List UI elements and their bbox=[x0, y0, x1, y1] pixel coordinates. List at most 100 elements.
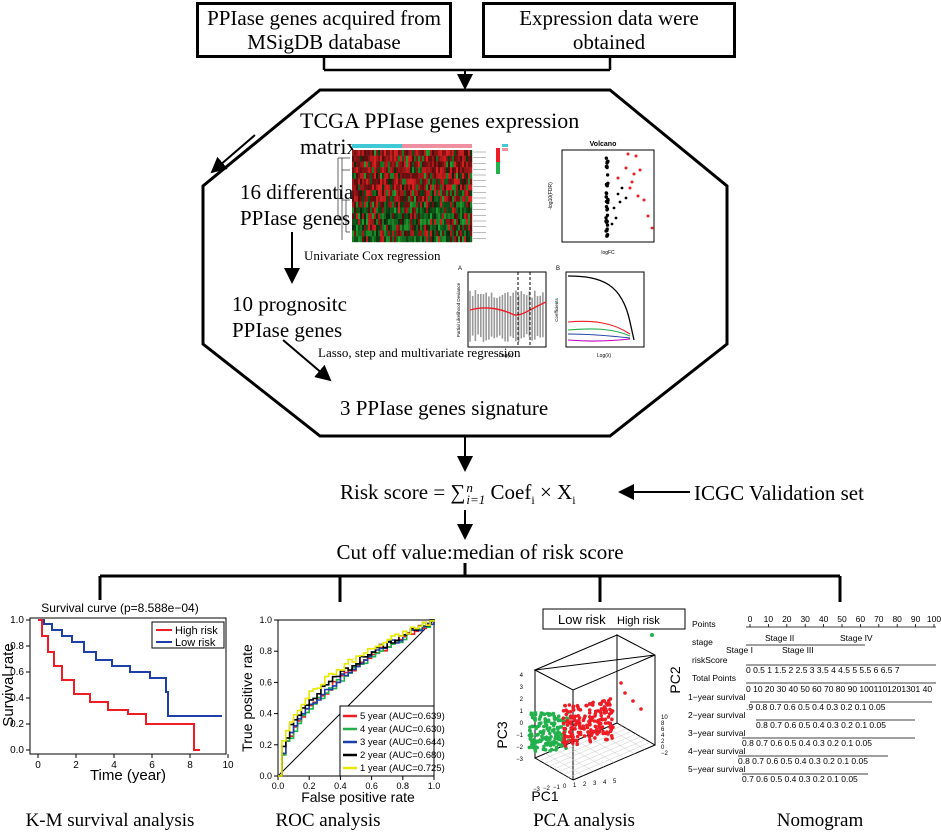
nomogram-row-label: 3−year survival bbox=[688, 728, 746, 738]
lasso-a-ylabel: Partial Likelihood Deviance bbox=[456, 282, 461, 337]
nomogram-points-tick: 10 bbox=[764, 614, 774, 624]
surv2-ticks: 0.8 0.7 0.6 0.5 0.4 0.3 0.2 0.1 0.05 bbox=[756, 720, 886, 730]
msigdb-line1: PPIase genes acquired from bbox=[207, 6, 441, 30]
lasso-a-xlabel: Log(λ) bbox=[499, 353, 514, 359]
km-caption: K-M survival analysis bbox=[25, 810, 195, 831]
pca-pc1-tick: 0 bbox=[563, 784, 567, 790]
roc-caption: ROC analysis bbox=[275, 810, 381, 831]
pca-pc2-tick: −2 bbox=[661, 751, 669, 757]
prog-genes-line1: 10 prognositc bbox=[232, 292, 347, 316]
nomogram-row-label: 1−year survival bbox=[688, 692, 746, 702]
km-xlabel: Time (year) bbox=[90, 767, 166, 784]
km-low-curve bbox=[38, 619, 222, 717]
km-xtick: 6 bbox=[149, 760, 155, 771]
prog-genes-line2: PPIase genes bbox=[232, 318, 343, 342]
heatmap-dendrogram bbox=[337, 157, 350, 240]
nomogram-row-label: riskScore bbox=[692, 655, 728, 665]
km-xtick: 4 bbox=[111, 760, 117, 771]
nomogram-row-label: 2−year survival bbox=[688, 710, 746, 720]
nomogram-points-tick: 50 bbox=[837, 614, 847, 624]
diff-genes-line1: 16 differential bbox=[240, 180, 360, 204]
risk-ticks: 0 0.5 1 1.5 2 2.5 3 3.5 4 4.5 5 5.5 6 6.… bbox=[746, 665, 900, 675]
total-ticks: 0 10 20 30 40 50 60 70 80 90 10011012013… bbox=[746, 684, 932, 694]
pca-pc2-tick: 10 bbox=[661, 715, 668, 721]
pca-pc1-tick: 1 bbox=[573, 783, 577, 789]
formula-x-sub: i bbox=[572, 493, 576, 508]
nomogram-row-label: Total Points bbox=[692, 673, 736, 683]
lasso-b-thumbnail: B Log(λ) Coefficients bbox=[554, 266, 645, 359]
km-ytick: 0.8 bbox=[10, 641, 24, 652]
formula-coef: Coef bbox=[485, 480, 532, 504]
km-high-curve bbox=[38, 619, 200, 751]
roc-legend-item: 4 year (AUC=0.630) bbox=[360, 724, 445, 735]
km-xtick: 10 bbox=[222, 760, 234, 771]
lasso-a-label: A bbox=[458, 266, 462, 272]
stage-i: Stage I bbox=[726, 645, 753, 655]
volcano-title: Volcano bbox=[590, 141, 617, 148]
formula-times: × X bbox=[534, 480, 573, 504]
volcano-ylabel: -log10(FDR) bbox=[548, 182, 554, 210]
roc-xtick: 0.0 bbox=[272, 781, 285, 791]
nomogram-points-tick: 30 bbox=[800, 614, 810, 624]
pca-pc3-tick: −1 bbox=[516, 733, 524, 739]
roc-xtick: 0.2 bbox=[303, 781, 316, 791]
nomogram-row-label: stage bbox=[692, 637, 713, 647]
nomogram-caption: Nomogram bbox=[776, 810, 864, 831]
heatmap-thumbnail bbox=[337, 144, 508, 243]
pca-pc2-tick: 6 bbox=[661, 727, 665, 733]
stage-iii: Stage III bbox=[782, 645, 814, 655]
pca-pc1-tick: 5 bbox=[613, 779, 617, 785]
roc-xlabel: False positive rate bbox=[301, 789, 415, 805]
km-legend-low: Low risk bbox=[175, 637, 216, 649]
pca-pc1-tick: 2 bbox=[583, 782, 587, 788]
formula-coef-sub: i bbox=[531, 493, 535, 508]
surv4-ticks: 0.8 0.7 0.6 0.5 0.4 0.3 0.2 0.1 0.05 bbox=[738, 756, 868, 766]
lasso-b-paths bbox=[567, 275, 635, 342]
msigdb-line2: MSigDB database bbox=[247, 30, 401, 54]
pca-pc2-label: PC2 bbox=[667, 666, 683, 693]
surv3-ticks: 0.8 0.7 0.6 0.5 0.4 0.3 0.2 0.1 0.05 bbox=[742, 738, 872, 748]
expression-box: Expression data were obtained bbox=[482, 2, 736, 58]
km-ytick: 1.0 bbox=[10, 615, 24, 626]
roc-plot: True positive rate False positive rate 0… bbox=[239, 615, 445, 805]
formula-lhs: Risk score = ∑ bbox=[340, 480, 466, 504]
roc-xtick: 1.0 bbox=[428, 781, 441, 791]
roc-ytick: 0.4 bbox=[259, 709, 272, 719]
nomogram-row-label: 5−year survival bbox=[688, 764, 746, 774]
roc-xtick: 0.6 bbox=[365, 781, 378, 791]
nomogram-points-tick: 0 bbox=[748, 614, 753, 624]
km-ytick: 0.4 bbox=[10, 693, 24, 704]
lasso-b-ylabel: Coefficients bbox=[554, 298, 559, 322]
volcano-xlabel: logFC bbox=[601, 250, 615, 256]
pca-pc2-tick: 0 bbox=[661, 745, 665, 751]
nomogram-points-tick: 80 bbox=[892, 614, 902, 624]
surv1-ticks: .9 0.8 0.7 0.6 0.5 0.4 0.3 0.2 0.1 0.05 bbox=[746, 702, 886, 712]
km-xtick: 0 bbox=[35, 760, 41, 771]
validation-label: ICGC Validation set bbox=[694, 481, 864, 505]
roc-xtick: 0.8 bbox=[397, 781, 410, 791]
pca-pc2-tick: 2 bbox=[661, 739, 665, 745]
km-ylabel: Survival rate bbox=[0, 643, 17, 726]
nomogram-points-tick: 20 bbox=[782, 614, 792, 624]
heatmap-cells bbox=[352, 150, 473, 243]
pca-pc1-tick: −3 bbox=[533, 787, 541, 793]
pca-pc3-tick: 0 bbox=[520, 721, 524, 727]
lasso-b-xlabel: Log(λ) bbox=[597, 353, 612, 359]
nomogram-points-tick: 40 bbox=[819, 614, 829, 624]
msigdb-box: PPIase genes acquired from MSigDB databa… bbox=[196, 2, 452, 58]
roc-xtick: 0.4 bbox=[334, 781, 347, 791]
volcano-points bbox=[604, 152, 654, 238]
nomogram-points-tick: 60 bbox=[856, 614, 866, 624]
volcano-thumbnail: Volcano logFC -log10(FDR) bbox=[548, 141, 655, 256]
roc-legend-item: 1 year (AUC=0.725) bbox=[360, 763, 445, 774]
roc-ytick: 0.8 bbox=[259, 646, 272, 656]
pca-pc3-tick: 1 bbox=[520, 709, 524, 715]
roc-legend-item: 3 year (AUC=0.644) bbox=[360, 737, 445, 748]
octagon-title: TCGA PPIase genes expression matrix bbox=[300, 108, 580, 159]
roc-ytick: 0.6 bbox=[259, 677, 272, 687]
